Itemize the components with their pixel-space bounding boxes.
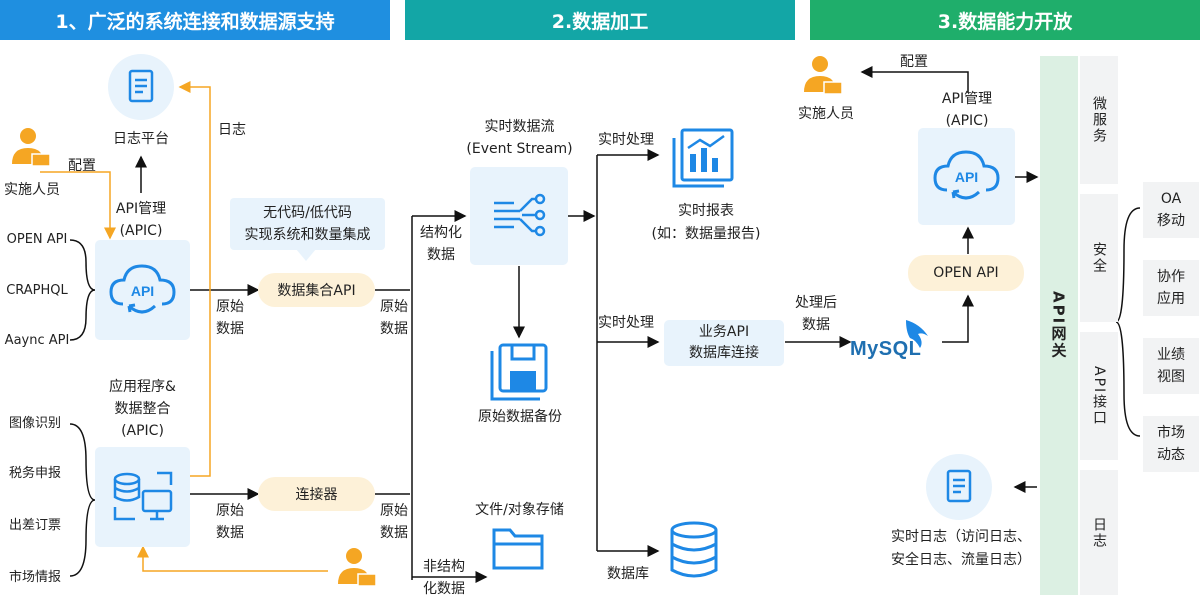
stream-icon [494,193,546,237]
log-platform-icon-circle [108,54,174,120]
realtime-report-label: 实时报表 (如：数据量报告) [651,203,761,242]
app-type-travel: 出差订票 [8,518,61,533]
cloud-api-icon: API [933,150,1000,200]
floppy-icon [490,343,548,401]
raw-data-label-4: 原始 数据 [380,503,408,541]
apic-box: API [95,240,190,340]
connector-pill: 连接器 [258,477,375,511]
file-storage-label: 文件/对象存储 [475,502,564,518]
mysql-logo: MySQL [850,316,944,362]
api-type-open-api: OPEN API [6,232,68,247]
app-type-image-recognition: 图像识别 [8,416,61,431]
app-market-dynamics: 市场 动态 [1143,416,1199,472]
realtime-processing-label-1: 实时处理 [598,132,654,148]
implementer-label-2: 实施人员 [798,106,854,122]
raw-data-label-3: 原始 数据 [380,299,408,337]
data-integration-api-pill: 数据集合API [258,273,375,307]
app-performance-view: 业绩 视图 [1143,338,1199,394]
folder-icon [492,528,544,570]
dolphin-icon [906,320,928,348]
apic-title-2: API管理 (APIC) [941,91,993,129]
gateway-item-log: 日志 [1080,470,1118,595]
api-gateway-label: API网关 [1049,291,1068,360]
api-gateway-bar: API网关 [1040,56,1078,595]
raw-data-label-2: 原始 数据 [216,503,244,541]
processed-data-label: 处理后 数据 [795,295,837,333]
app-oa-mobile: OA 移动 [1143,182,1199,238]
gateway-item-microservice: 微服务 [1080,56,1118,184]
open-api-pill: OPEN API [908,255,1024,291]
config-label: 配置 [68,158,96,174]
realtime-log-icon-circle [926,454,992,520]
database-desktop-icon [113,471,173,521]
document-icon [946,469,972,503]
unstructured-data-label: 非结构 化数据 [423,559,465,595]
config-label-2: 配置 [900,54,928,70]
raw-data-label-1: 原始 数据 [216,299,244,337]
section-header-2: 2.数据加工 [405,0,795,40]
api-type-graphql: CRAPHQL [6,283,68,298]
realtime-log-label: 实时日志（访问日志、 安全日志、流量日志） [891,529,1031,568]
document-icon [128,69,154,103]
svg-text:API: API [131,283,154,299]
gateway-item-api-interface: API接口 [1080,332,1118,460]
api-type-async-api: Aaync API [4,333,70,348]
callout-pointer [296,249,316,261]
apic-title: API管理 (APIC) [115,201,167,239]
person-icon [12,128,51,167]
svg-text:API: API [955,169,978,185]
cylinder-db-icon [670,521,718,578]
realtime-processing-label-2: 实时处理 [598,315,654,331]
implementer-label: 实施人员 [4,182,60,198]
section-header-3: 3.数据能力开放 [810,0,1200,40]
app-collaboration: 协作 应用 [1143,260,1199,316]
section-header-1: 1、广泛的系统连接和数据源支持 [0,0,390,40]
person-icon [338,548,377,587]
log-platform-label: 日志平台 [113,131,169,147]
apic-box-2: API [918,128,1015,225]
app-type-market: 市场情报 [8,570,61,585]
gateway-item-security: 安全 [1080,194,1118,322]
app-integration-box [95,447,190,547]
person-icon [804,56,843,95]
app-type-tax: 税务申报 [8,466,61,481]
log-label: 日志 [218,122,246,138]
cloud-api-icon: API [109,264,176,314]
event-stream-box [470,167,568,265]
low-code-callout: 无代码/低代码 实现系统和数量集成 [230,198,385,250]
event-stream-title: 实时数据流 (Event Stream) [466,119,573,157]
raw-backup-label: 原始数据备份 [478,409,562,425]
chart-report-icon [672,128,734,188]
structured-data-label: 结构化 数据 [420,225,462,263]
database-label: 数据库 [607,566,649,582]
mysql-wordmark: MySQL [850,338,922,360]
business-api-box: 业务API 数据库连接 [664,320,784,366]
app-integration-title: 应用程序& 数据整合 (APIC) [109,379,176,439]
